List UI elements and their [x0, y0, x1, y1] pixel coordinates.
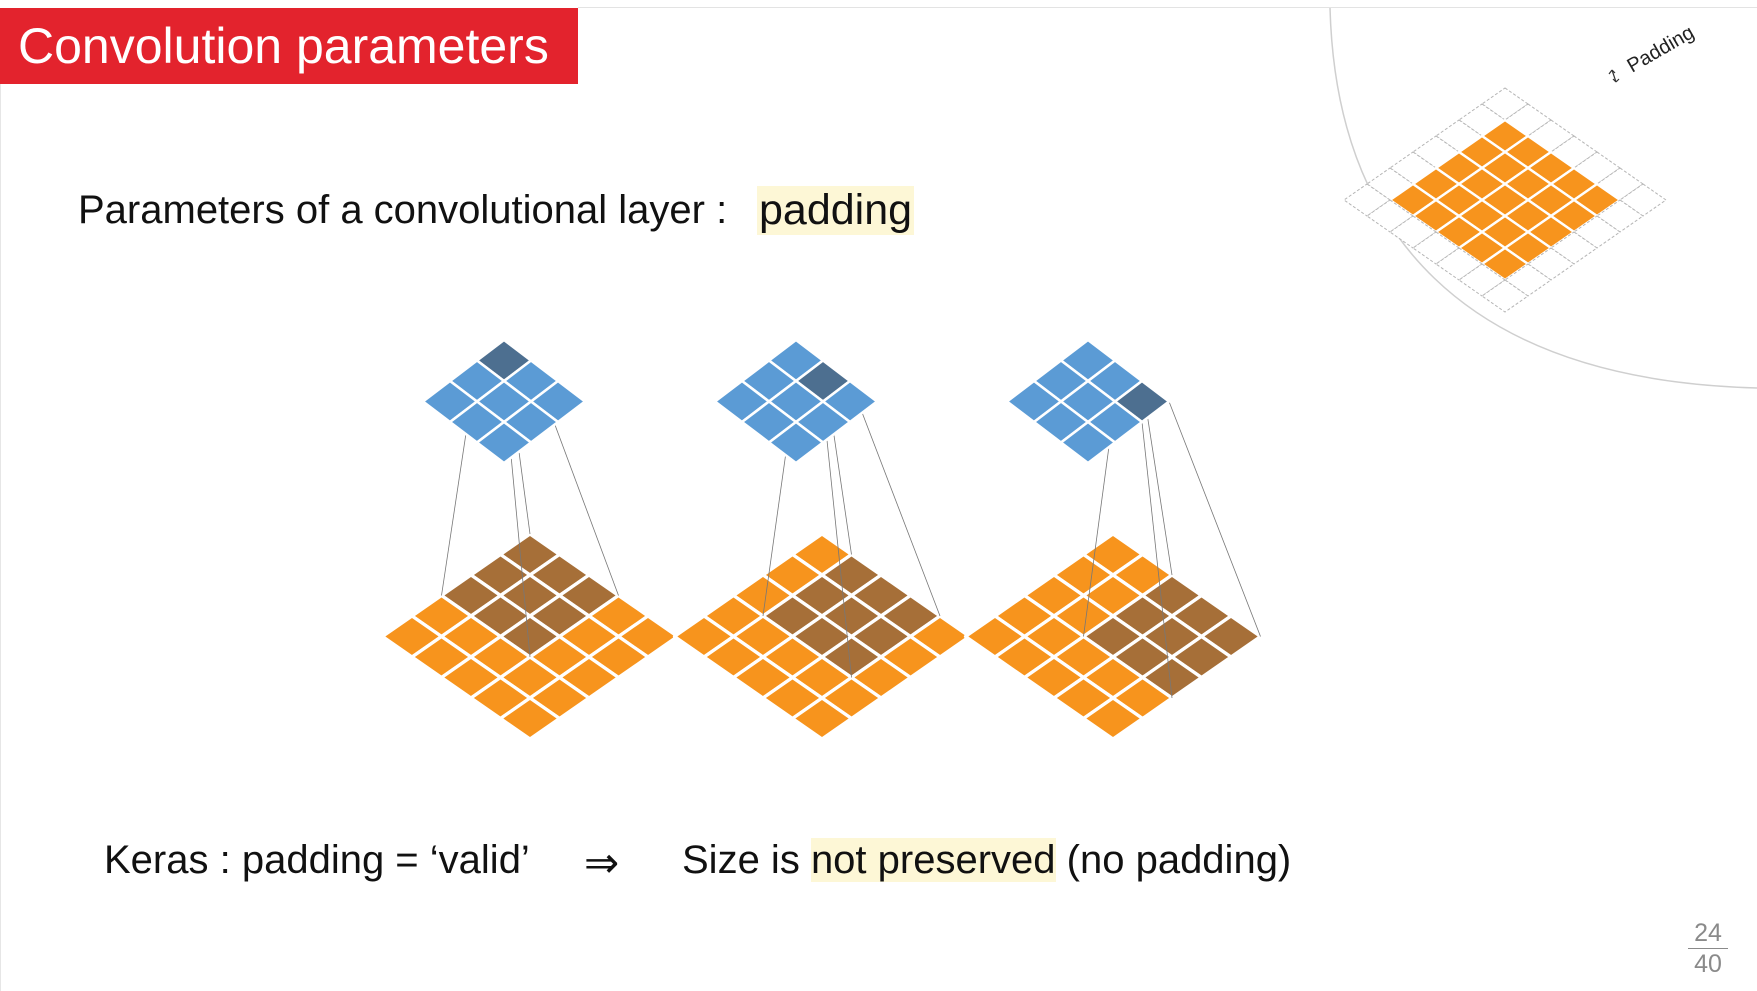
implies-arrow: ⇒: [584, 839, 620, 886]
page-number: 24 40: [1688, 918, 1728, 979]
output-grid: [1005, 338, 1171, 465]
keras-padding-setting: Keras : padding = ‘valid’: [104, 838, 530, 882]
output-cell: [767, 420, 825, 465]
projection-line: [822, 401, 852, 678]
result-highlight: not preserved: [810, 838, 1056, 882]
padding-cell: [1481, 279, 1529, 313]
parameter-highlight: padding: [757, 186, 915, 235]
input-cell: [790, 696, 854, 741]
padding-arrow-icon: [1608, 69, 1620, 83]
output-grid: [713, 338, 879, 465]
input-cell: [1081, 696, 1145, 741]
input-cell: [498, 696, 562, 741]
convolution-step-3: [963, 338, 1263, 741]
projection-line: [849, 380, 941, 617]
convolution-step-1: [380, 338, 680, 741]
padding-label: Padding: [1624, 22, 1699, 78]
top-rule: [578, 7, 1757, 8]
page-total: 40: [1694, 950, 1722, 978]
output-cell: [1059, 420, 1117, 465]
convolution-steps: [380, 338, 1263, 741]
convolution-step-2: [672, 338, 972, 741]
projection-line: [1168, 401, 1261, 637]
inset-boundary-curve: [1329, 7, 1757, 389]
result-statement: Size is not preserved (no padding): [682, 838, 1291, 883]
result-suffix: (no padding): [1055, 838, 1292, 882]
output-cell: [475, 420, 533, 465]
padding-inset-diagram: [1343, 69, 1667, 313]
page-current: 24: [1688, 918, 1728, 949]
projection-line: [1141, 421, 1173, 699]
parameters-label: Parameters of a convolutional layer :: [78, 188, 728, 232]
slide-title: Convolution parameters: [0, 8, 578, 84]
input-grid: [672, 532, 972, 741]
input-grid: [963, 532, 1263, 741]
output-grid: [421, 338, 587, 465]
left-rule: [0, 84, 1, 991]
input-grid: [380, 532, 680, 741]
result-prefix: Size is: [682, 838, 811, 882]
